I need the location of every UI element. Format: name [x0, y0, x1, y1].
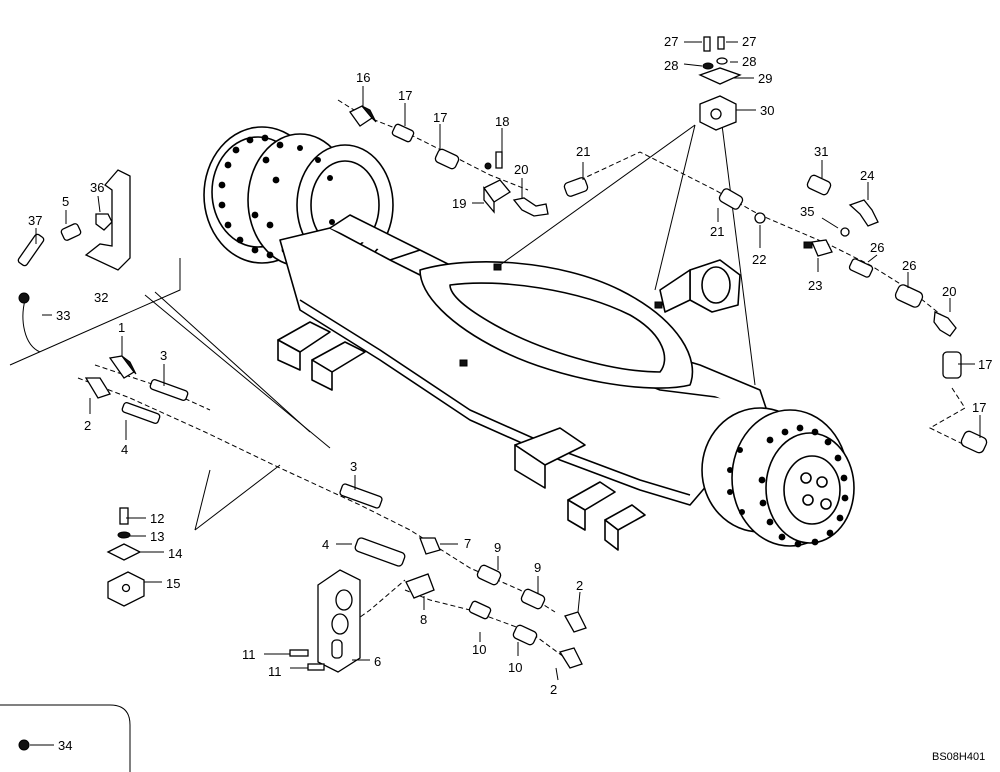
right-wheel-hub — [701, 407, 855, 548]
axle-housing — [203, 126, 855, 551]
callout-6: 6 — [374, 654, 381, 669]
callout-1: 1 — [118, 320, 125, 335]
callout-33: 33 — [56, 308, 70, 323]
callout-16: 16 — [356, 70, 370, 85]
figure-code: BS08H401 — [932, 751, 985, 763]
callout-labels: 16 17 17 18 19 20 21 27 27 28 28 29 30 3… — [28, 34, 992, 763]
legend-box — [0, 704, 131, 772]
callout-35: 35 — [800, 204, 814, 219]
callout-17: 17 — [978, 357, 992, 372]
callout-11: 11 — [268, 664, 282, 679]
callout-2: 2 — [576, 578, 583, 593]
callout-7: 7 — [464, 536, 471, 551]
callout-14: 14 — [168, 546, 182, 561]
callout-17: 17 — [398, 88, 412, 103]
callout-18: 18 — [495, 114, 509, 129]
callout-9: 9 — [494, 540, 501, 555]
callout-3: 3 — [350, 459, 357, 474]
callout-2: 2 — [550, 682, 557, 697]
callout-21: 21 — [576, 144, 590, 159]
callout-17: 17 — [433, 110, 447, 125]
callout-10: 10 — [508, 660, 522, 675]
callout-27: 27 — [742, 34, 756, 49]
callout-13: 13 — [150, 529, 164, 544]
callout-3: 3 — [160, 348, 167, 363]
callout-29: 29 — [758, 71, 772, 86]
callout-28: 28 — [742, 54, 756, 69]
callout-36: 36 — [90, 180, 104, 195]
parts — [17, 36, 988, 751]
callout-15: 15 — [166, 576, 180, 591]
fitting-16 — [349, 105, 377, 127]
callout-20: 20 — [514, 162, 528, 177]
callout-24: 24 — [860, 168, 874, 183]
callout-30: 30 — [760, 103, 774, 118]
callout-8: 8 — [420, 612, 427, 627]
callout-26: 26 — [902, 258, 916, 273]
callout-21: 21 — [710, 224, 724, 239]
callout-4: 4 — [121, 442, 128, 457]
callout-20: 20 — [942, 284, 956, 299]
callout-leaders — [30, 41, 981, 746]
callout-32: 32 — [94, 290, 108, 305]
callout-5: 5 — [62, 194, 69, 209]
legend-number: 34 — [58, 738, 72, 753]
callout-31: 31 — [814, 144, 828, 159]
callout-27: 27 — [664, 34, 678, 49]
callout-19: 19 — [452, 196, 466, 211]
callout-28: 28 — [664, 58, 678, 73]
callout-4: 4 — [322, 537, 329, 552]
callout-23: 23 — [808, 278, 822, 293]
callout-17: 17 — [972, 400, 986, 415]
callout-12: 12 — [150, 511, 164, 526]
callout-26: 26 — [870, 240, 884, 255]
callout-22: 22 — [752, 252, 766, 267]
callout-11: 11 — [242, 647, 256, 662]
callout-2: 2 — [84, 418, 91, 433]
callout-10: 10 — [472, 642, 486, 657]
callout-37: 37 — [28, 213, 42, 228]
callout-9: 9 — [534, 560, 541, 575]
